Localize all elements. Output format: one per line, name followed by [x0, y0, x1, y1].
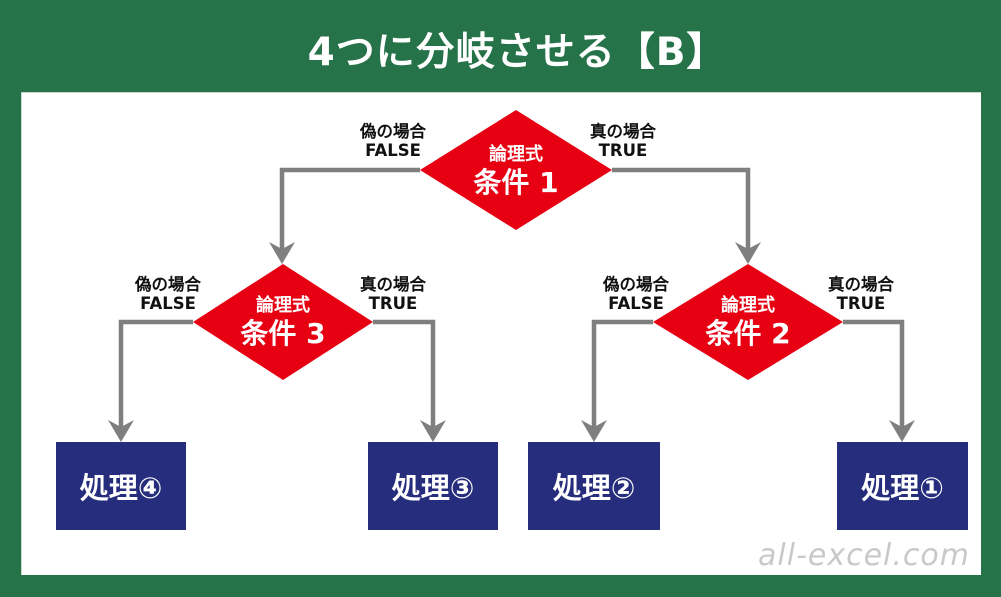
- decision-diamond-condition-1: [420, 110, 612, 230]
- page-title: 4つに分岐させる【B】: [307, 30, 727, 75]
- decision-subtitle: 論理式: [720, 295, 775, 317]
- branch-label-en: TRUE: [598, 141, 648, 160]
- decision-title: 条件 2: [705, 316, 791, 350]
- branch-label-en: TRUE: [836, 294, 886, 313]
- decision-title: 条件 1: [473, 165, 559, 199]
- connector-condition1-false: [279, 167, 420, 250]
- arrowhead-down-icon: [581, 420, 607, 442]
- decision-diamond-condition-2: [653, 264, 843, 380]
- branch-label-jp: 偽の場合: [603, 275, 669, 295]
- arrowhead-down-icon: [735, 242, 761, 264]
- decision-diamond-condition-3: [193, 264, 373, 380]
- branch-label-en: FALSE: [608, 294, 664, 313]
- branch-label-true-condition-3: 真の場合 TRUE: [360, 275, 426, 314]
- branch-label-en: TRUE: [368, 294, 418, 313]
- branch-label-jp: 真の場合: [590, 122, 656, 142]
- branch-label-true-condition-2: 真の場合 TRUE: [828, 275, 894, 314]
- branch-label-jp: 真の場合: [360, 275, 426, 295]
- decision-title: 条件 3: [240, 316, 326, 350]
- arrowhead-down-icon: [108, 420, 134, 442]
- arrowhead-down-icon: [420, 420, 446, 442]
- branch-label-en: FALSE: [365, 141, 421, 160]
- connector-condition2-false: [591, 319, 653, 428]
- process-box-label: 処理②: [552, 471, 636, 505]
- arrowhead-down-icon: [889, 420, 915, 442]
- branch-label-false-condition-2: 偽の場合 FALSE: [603, 275, 669, 314]
- branch-label-false-condition-1: 偽の場合 FALSE: [360, 122, 426, 161]
- process-box-2: 処理②: [528, 442, 660, 530]
- branch-label-true-condition-1: 真の場合 TRUE: [590, 122, 656, 161]
- connector-condition2-true: [843, 319, 905, 428]
- process-box-label: 処理③: [391, 471, 475, 505]
- process-box-1: 処理①: [837, 442, 968, 530]
- branch-label-jp: 真の場合: [828, 275, 894, 295]
- process-box-4: 処理④: [56, 442, 186, 530]
- branch-label-jp: 偽の場合: [135, 275, 201, 295]
- connector-condition3-false: [118, 319, 193, 428]
- decision-subtitle: 論理式: [488, 144, 543, 166]
- decision-label-condition-1: 論理式 条件 1: [473, 144, 559, 199]
- watermark: all-excel.com: [758, 538, 970, 573]
- process-box-label: 処理④: [79, 471, 163, 505]
- decision-label-condition-2: 論理式 条件 2: [705, 295, 791, 350]
- connector-condition1-true: [612, 167, 751, 250]
- connector-condition3-true: [373, 319, 436, 428]
- decision-subtitle: 論理式: [255, 295, 310, 317]
- branch-label-jp: 偽の場合: [360, 122, 426, 142]
- process-box-label: 処理①: [861, 471, 944, 505]
- branch-label-en: FALSE: [140, 294, 196, 313]
- branch-label-false-condition-3: 偽の場合 FALSE: [135, 275, 201, 314]
- process-box-3: 処理③: [368, 442, 498, 530]
- arrowhead-down-icon: [269, 242, 295, 264]
- decision-label-condition-3: 論理式 条件 3: [240, 295, 326, 350]
